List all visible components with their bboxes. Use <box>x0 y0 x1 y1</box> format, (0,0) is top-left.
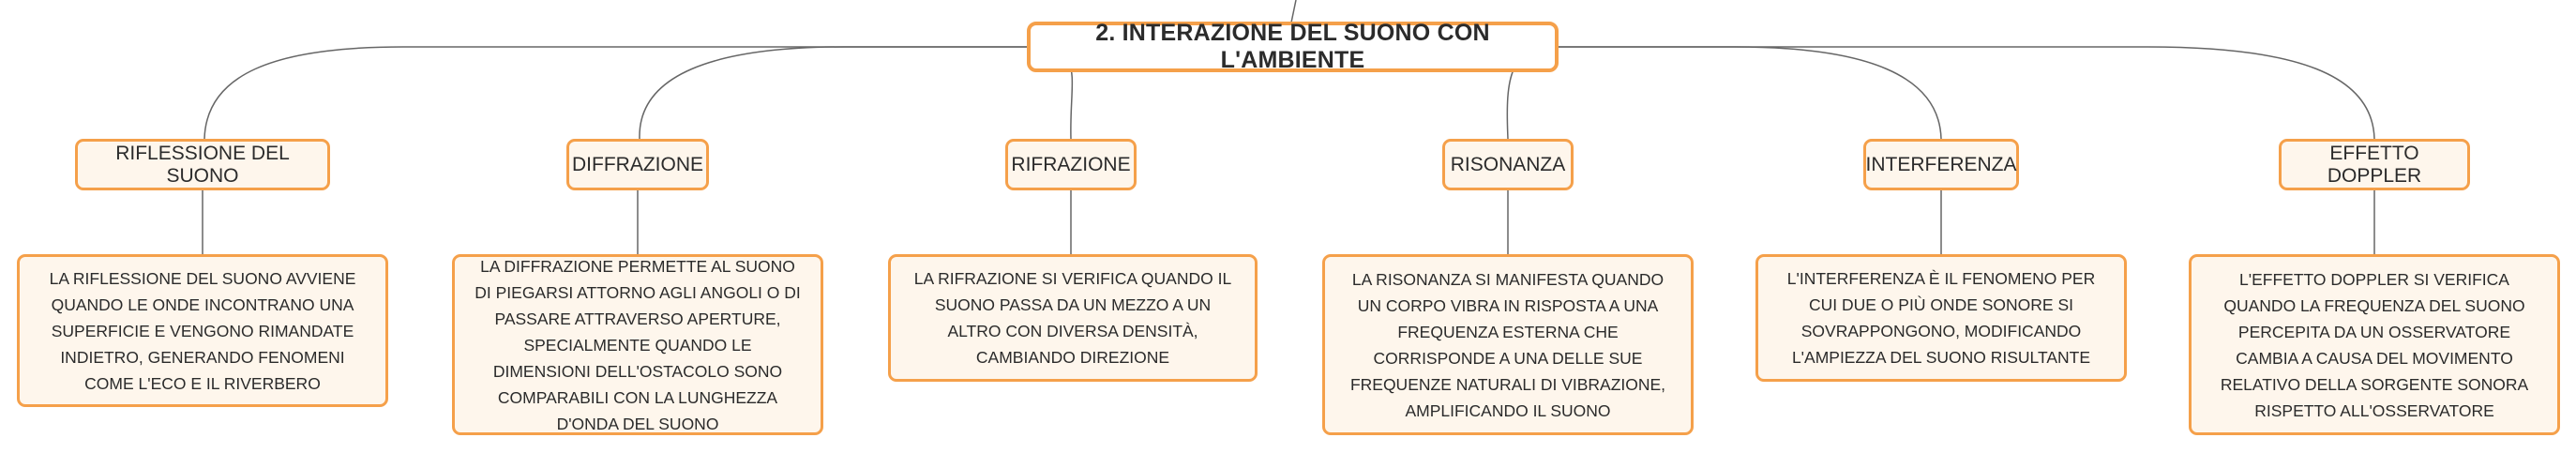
description-interferenza[interactable]: L'INTERFERENZA È IL FENOMENO PER CUI DUE… <box>1755 254 2127 382</box>
description-effetto-doppler[interactable]: L'EFFETTO DOPPLER SI VERIFICA QUANDO LA … <box>2189 254 2560 435</box>
topic-label: RIFLESSIONE DEL SUONO <box>115 142 290 187</box>
connector-doppler <box>1559 46 2375 140</box>
central-topic-label: 2. INTERAZIONE DEL SUONO CON L'AMBIENTE <box>1095 20 1490 73</box>
description-risonanza[interactable]: LA RISONANZA SI MANIFESTA QUANDO UN CORP… <box>1322 254 1694 435</box>
description-text: L'INTERFERENZA È IL FENOMENO PER CUI DUE… <box>1786 269 2096 367</box>
description-riflessione-del-suono[interactable]: LA RIFLESSIONE DEL SUONO AVVIENE QUANDO … <box>17 254 388 407</box>
topic-effetto-doppler[interactable]: EFFETTO DOPPLER <box>2279 139 2470 190</box>
topic-label: DIFFRAZIONE <box>572 153 703 175</box>
description-text: L'EFFETTO DOPPLER SI VERIFICA QUANDO LA … <box>2220 269 2529 420</box>
connector-diffrazione <box>639 46 1027 140</box>
central-topic[interactable]: 2. INTERAZIONE DEL SUONO CON L'AMBIENTE <box>1027 20 1559 73</box>
description-text: LA RIFLESSIONE DEL SUONO AVVIENE QUANDO … <box>49 268 356 393</box>
description-rifrazione[interactable]: LA RIFRAZIONE SI VERIFICA QUANDO IL SUON… <box>888 254 1258 382</box>
topic-label: INTERFERENZA <box>1865 153 2017 175</box>
topic-riflessione-del-suono[interactable]: RIFLESSIONE DEL SUONO <box>75 139 330 190</box>
connector-riflessione <box>203 46 1027 140</box>
topic-risonanza[interactable]: RISONANZA <box>1442 139 1574 190</box>
description-text: LA DIFFRAZIONE PERMETTE AL SUONO DI PIEG… <box>475 256 801 433</box>
topic-rifrazione[interactable]: RIFRAZIONE <box>1005 139 1137 190</box>
connector-interferenza <box>1559 46 1942 140</box>
topic-label: RIFRAZIONE <box>1011 153 1131 175</box>
description-diffrazione[interactable]: LA DIFFRAZIONE PERMETTE AL SUONO DI PIEG… <box>452 254 823 435</box>
parent-connector <box>1290 0 1297 23</box>
topic-diffrazione[interactable]: DIFFRAZIONE <box>566 139 709 190</box>
topic-label: RISONANZA <box>1450 153 1566 175</box>
description-text: LA RISONANZA SI MANIFESTA QUANDO UN CORP… <box>1349 269 1666 420</box>
description-text: LA RIFRAZIONE SI VERIFICA QUANDO IL SUON… <box>913 269 1232 367</box>
topic-label: EFFETTO DOPPLER <box>2327 142 2422 187</box>
topic-interferenza[interactable]: INTERFERENZA <box>1863 139 2019 190</box>
